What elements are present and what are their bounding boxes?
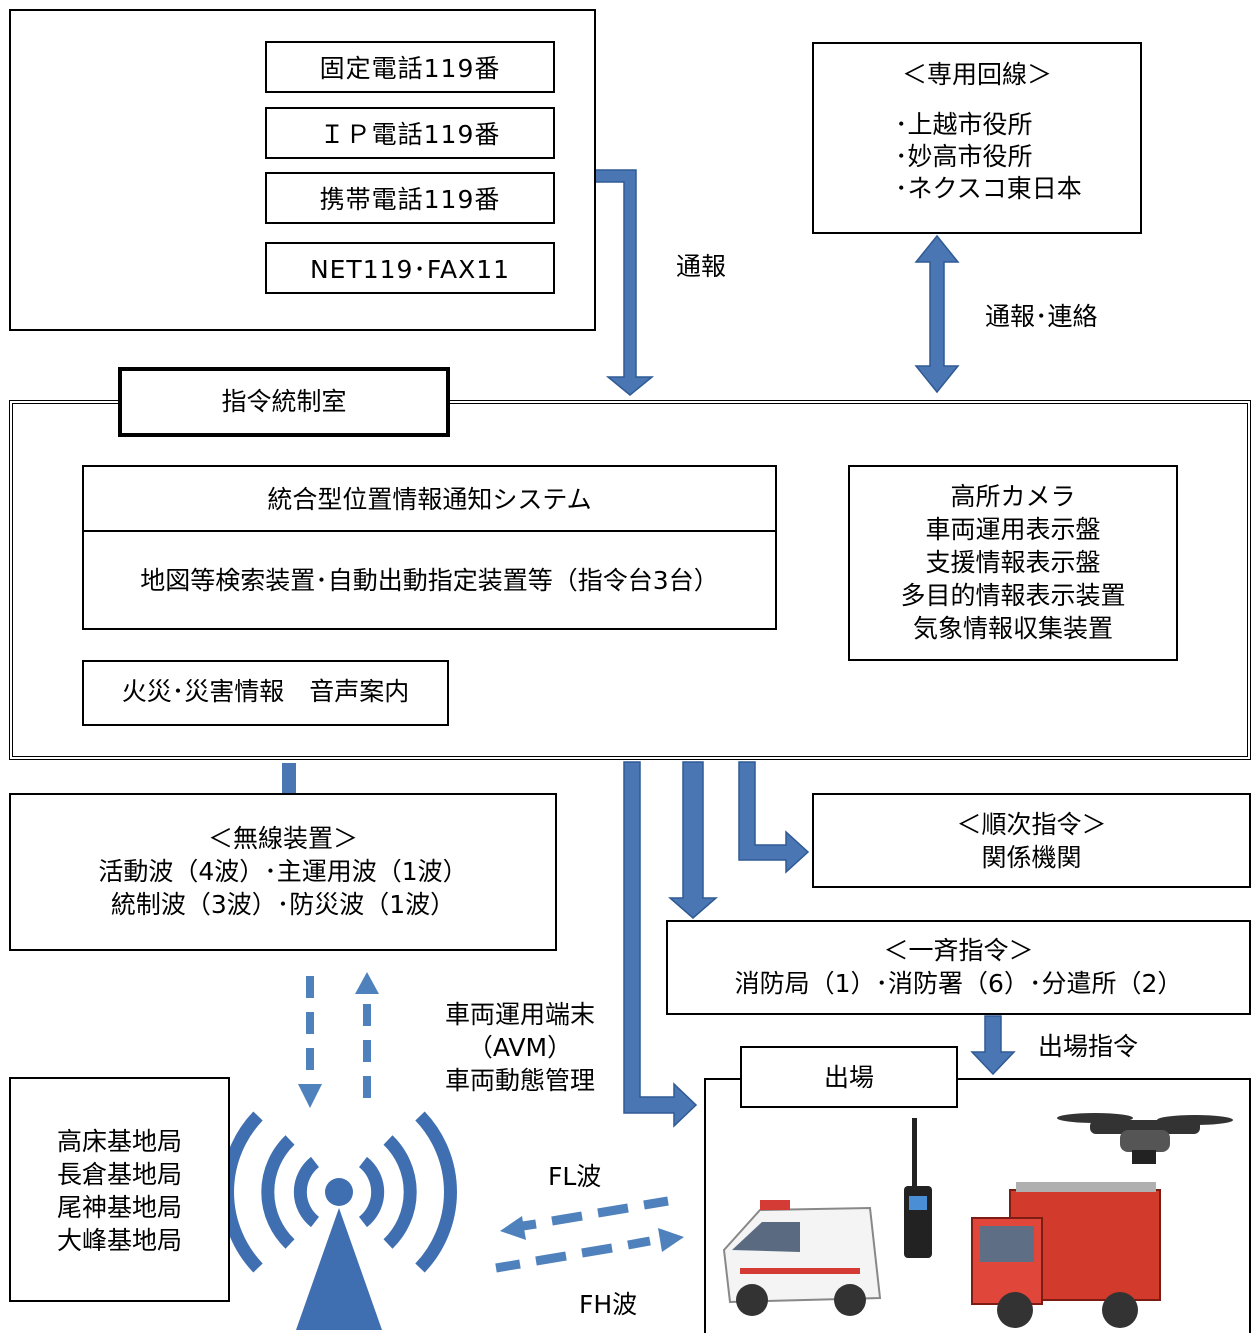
antenna-icon bbox=[221, 1111, 457, 1330]
phone-reception-box bbox=[9, 9, 596, 331]
landline-119-label: 固定電話119番 bbox=[265, 41, 555, 93]
vehicle-terminal-arrow bbox=[623, 761, 698, 1128]
equipment-list: 高所カメラ 車両運用表示盤 支援情報表示盤 多目的情報表示装置 気象情報収集装置 bbox=[848, 480, 1178, 645]
simultaneous-order-text: ＜一斉指令＞ 消防局（1）･消防署（6）･分遣所（2） bbox=[666, 934, 1251, 1000]
integrated-system-box bbox=[82, 465, 777, 630]
dispatch-box bbox=[704, 1078, 1251, 1333]
ambulance-icon bbox=[722, 1200, 882, 1316]
dispatch-title: 出場 bbox=[823, 1063, 874, 1092]
radio-equipment-line: 活動波（4波）･主運用波（1波） bbox=[98, 857, 468, 886]
command-room-title-box bbox=[118, 367, 450, 437]
equipment-box bbox=[848, 465, 1178, 661]
integrated-system-title: 統合型位置情報通知システム bbox=[267, 485, 592, 514]
radio-equipment-line: 統制波（3波）･防災波（1波） bbox=[110, 890, 456, 919]
equipment-item: 気象情報収集装置 bbox=[912, 614, 1113, 643]
radio-downlink-arrow bbox=[298, 976, 322, 1108]
vehicle-terminal-label: 車両運用端末 （AVM） 車両動態管理 bbox=[425, 998, 615, 1097]
handheld-radio-icon bbox=[904, 1118, 932, 1258]
vehicle-terminal-line: 車両運用端末 bbox=[444, 1000, 595, 1029]
radio-equipment-box bbox=[9, 793, 557, 951]
vehicle-terminal-line: （AVM） bbox=[467, 1033, 573, 1062]
fire-info-box bbox=[82, 660, 449, 726]
integrated-system-divider bbox=[82, 530, 777, 532]
base-station-item: 長倉基地局 bbox=[56, 1160, 182, 1189]
net119-fax-label: NET119･FAX11 bbox=[265, 242, 555, 294]
report-arrow bbox=[594, 169, 655, 396]
radio-equipment-title: ＜無線装置＞ bbox=[207, 824, 358, 853]
equipment-item: 車両運用表示盤 bbox=[925, 515, 1101, 544]
simultaneous-order-detail: 消防局（1）･消防署（6）･分遣所（2） bbox=[734, 969, 1183, 998]
fh-wave-label: FH波 bbox=[579, 1290, 638, 1319]
drone-icon bbox=[1057, 1113, 1233, 1164]
fl-wave-label: FL波 bbox=[548, 1162, 602, 1191]
command-room-title: 指令統制室 bbox=[221, 387, 347, 416]
base-station-list: 高床基地局 長倉基地局 尾神基地局 大峰基地局 bbox=[9, 1125, 230, 1257]
simultaneous-order-title: ＜一斉指令＞ bbox=[883, 936, 1034, 965]
dedicated-line-item: ･上越市役所 bbox=[895, 110, 1033, 139]
report-contact-label: 通報･連絡 bbox=[985, 302, 1098, 331]
vehicle-terminal-line: 車両動態管理 bbox=[444, 1066, 595, 1095]
dedicated-line-item: ･ネクスコ東日本 bbox=[895, 174, 1082, 203]
dedicated-line-box bbox=[812, 42, 1142, 234]
base-station-item: 高床基地局 bbox=[56, 1127, 182, 1156]
fh-wave-arrow bbox=[495, 1228, 684, 1273]
mobile-phone-119-label: 携帯電話119番 bbox=[265, 172, 555, 224]
fire-truck-icon bbox=[971, 1182, 1161, 1328]
fire-info-label: 火災･災害情報 音声案内 bbox=[121, 677, 410, 706]
sequential-arrow bbox=[738, 761, 810, 874]
report-label: 通報 bbox=[676, 252, 727, 281]
sequential-order-title: ＜順次指令＞ bbox=[956, 810, 1107, 839]
dispatch-title-box bbox=[740, 1046, 958, 1108]
fl-wave-arrow bbox=[500, 1196, 669, 1240]
base-station-item: 大峰基地局 bbox=[56, 1226, 182, 1255]
integrated-system-detail: 地図等検索装置･自動出動指定装置等（指令台3台） bbox=[140, 566, 719, 595]
radio-equipment-text: ＜無線装置＞ 活動波（4波）･主運用波（1波） 統制波（3波）･防災波（1波） bbox=[9, 822, 557, 921]
report-contact-arrow bbox=[914, 234, 960, 394]
ip-phone-119-label: ＩＰ電話119番 bbox=[265, 107, 555, 159]
sequential-order-detail: 関係機関 bbox=[981, 843, 1082, 872]
sequential-order-text: ＜順次指令＞ 関係機関 bbox=[812, 808, 1251, 874]
dispatch-order-arrow bbox=[970, 1015, 1016, 1076]
equipment-item: 支援情報表示盤 bbox=[925, 548, 1101, 577]
simultaneous-order-box bbox=[666, 920, 1251, 1015]
equipment-item: 高所カメラ bbox=[950, 482, 1076, 511]
dedicated-line-title: ＜専用回線＞ bbox=[901, 60, 1052, 89]
base-station-box bbox=[9, 1077, 230, 1302]
base-station-item: 尾神基地局 bbox=[56, 1193, 182, 1222]
dedicated-line-item: ･妙高市役所 bbox=[895, 142, 1033, 171]
sequential-order-box bbox=[812, 793, 1251, 888]
dispatch-order-label: 出場指令 bbox=[1038, 1032, 1139, 1061]
simultaneous-arrow bbox=[667, 761, 719, 919]
radio-connector bbox=[282, 763, 296, 793]
radio-uplink-arrow bbox=[355, 972, 379, 1098]
equipment-item: 多目的情報表示装置 bbox=[900, 581, 1126, 610]
